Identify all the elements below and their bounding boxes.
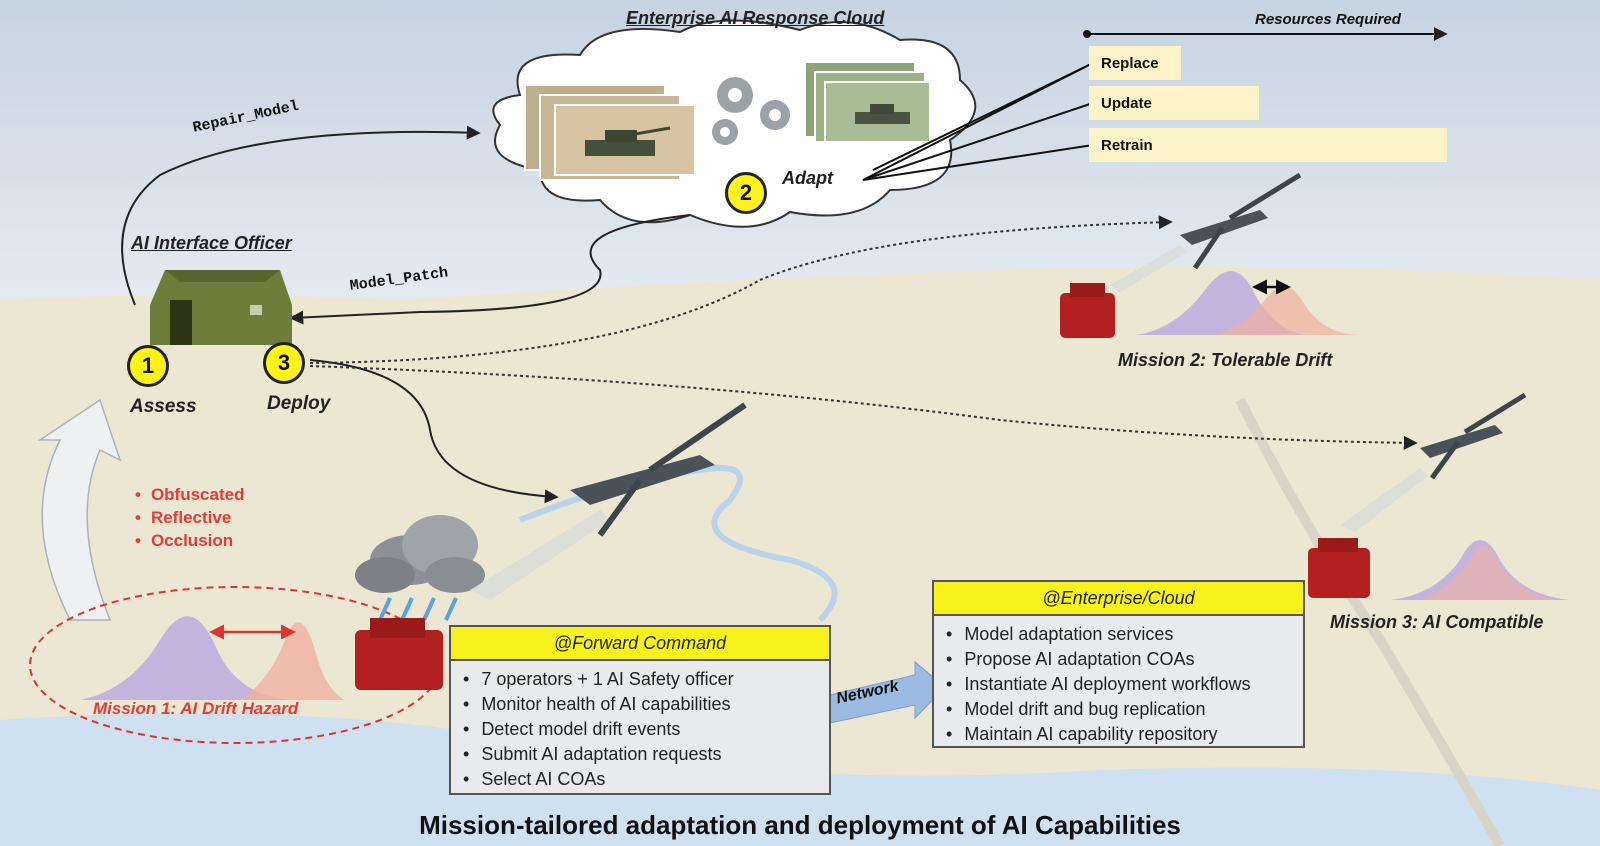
step-deploy-number: 3	[263, 342, 305, 384]
list-item: Model adaptation services	[946, 622, 1303, 647]
list-item: Submit AI adaptation requests	[463, 742, 829, 767]
forward-command-panel: @Forward Command 7 operators + 1 AI Safe…	[449, 625, 831, 795]
step-adapt-number: 2	[725, 172, 767, 214]
list-item: Monitor health of AI capabilities	[463, 692, 829, 717]
resource-replace: Replace	[1089, 46, 1181, 80]
list-item: Select AI COAs	[463, 767, 829, 792]
drone-icon-mission-3	[1340, 392, 1527, 532]
list-item: Detect model drift events	[463, 717, 829, 742]
tank-icon-mission-1	[355, 618, 443, 690]
resource-update: Update	[1089, 86, 1259, 120]
drone-icon-mission-2	[1110, 172, 1302, 292]
list-item: Model drift and bug replication	[946, 697, 1303, 722]
list-item: Propose AI adaptation COAs	[946, 647, 1303, 672]
mission-1-label: Mission 1: AI Drift Hazard	[93, 699, 299, 718]
ai-interface-officer-label: AI Interface Officer	[131, 233, 292, 253]
list-item: Maintain AI capability repository	[946, 722, 1303, 747]
mission-3-label: Mission 3: AI Compatible	[1330, 612, 1544, 632]
resources-title: Resources Required	[1255, 11, 1401, 28]
resource-retrain: Retrain	[1089, 128, 1447, 162]
diagram-title: Mission-tailored adaptation and deployme…	[419, 810, 1181, 840]
forward-command-title: @Forward Command	[451, 627, 829, 661]
storm-cloud-icon	[355, 515, 485, 621]
hazard-item: Reflective	[135, 506, 244, 529]
list-item: Instantiate AI deployment workflows	[946, 672, 1303, 697]
tank-image-stack-right	[804, 61, 931, 143]
step-assess-label: Assess	[130, 396, 197, 417]
drone-icon-mission-1	[470, 402, 747, 600]
enterprise-cloud-title: @Enterprise/Cloud	[934, 582, 1303, 616]
hazard-list: Obfuscated Reflective Occlusion	[135, 483, 245, 552]
step-deploy-label: Deploy	[267, 393, 331, 414]
list-item: 7 operators + 1 AI Safety officer	[463, 667, 829, 692]
command-tent-icon	[150, 270, 292, 345]
tank-image-stack-left	[524, 84, 696, 181]
step-adapt-label: Adapt	[782, 168, 833, 188]
hazard-item: Obfuscated	[135, 483, 245, 506]
enterprise-cloud-panel: @Enterprise/Cloud Model adaptation servi…	[932, 580, 1305, 748]
gears-icon	[712, 77, 790, 145]
tank-icon-mission-3	[1308, 538, 1370, 598]
mission-2-label: Mission 2: Tolerable Drift	[1118, 350, 1333, 370]
cloud-title: Enterprise AI Response Cloud	[626, 8, 885, 28]
step-assess-number: 1	[127, 345, 169, 387]
hazard-item: Occlusion	[135, 529, 244, 552]
tank-icon-mission-2	[1060, 283, 1115, 338]
